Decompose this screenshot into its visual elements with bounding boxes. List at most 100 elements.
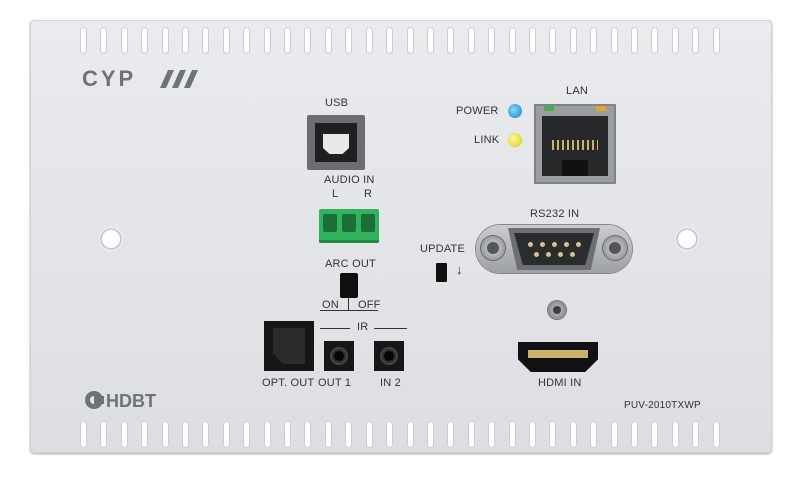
vent-slot <box>426 27 434 54</box>
update-switch[interactable] <box>436 263 447 282</box>
vent-slot <box>406 421 414 448</box>
vent-slot <box>345 421 353 448</box>
opt-out-label: OPT. OUT <box>262 377 315 389</box>
ir-out-1-jack[interactable] <box>324 341 354 371</box>
lan-speed-led-icon <box>596 106 606 111</box>
vent-slot <box>365 421 373 448</box>
vent-slot <box>386 421 394 448</box>
db9-pin <box>558 252 563 257</box>
vent-slot <box>141 27 149 54</box>
hdbaset-logo: HDBT <box>85 391 156 411</box>
audio-in-label: AUDIO IN <box>324 174 375 186</box>
db9-pin <box>564 242 569 247</box>
arc-on-label: ON <box>322 299 339 311</box>
db9-pin <box>576 242 581 247</box>
db9-pin <box>534 252 539 257</box>
usb-port-opening <box>315 123 357 162</box>
vent-slot <box>630 27 638 54</box>
vent-slot <box>488 27 496 54</box>
vent-slot <box>569 27 577 54</box>
link-led-icon <box>508 133 522 147</box>
vent-slot <box>161 421 169 448</box>
bottom-vent-row <box>80 421 720 448</box>
ir-out1-label: OUT 1 <box>318 377 352 389</box>
vent-slot <box>304 421 312 448</box>
vent-slot <box>488 421 496 448</box>
vent-slot <box>712 421 720 448</box>
vent-slot <box>549 27 557 54</box>
vent-slot <box>263 421 271 448</box>
lan-activity-led-icon <box>544 106 554 111</box>
arc-out-switch[interactable] <box>340 273 358 298</box>
link-led-label: LINK <box>474 134 500 146</box>
vent-slot <box>610 27 618 54</box>
vent-slot <box>284 421 292 448</box>
vent-slot <box>426 421 434 448</box>
vent-slot <box>80 421 87 448</box>
db9-screw-right-icon <box>603 236 627 260</box>
vent-slot <box>80 27 87 54</box>
vent-slot <box>508 421 516 448</box>
vent-slot <box>222 27 230 54</box>
top-vent-row <box>80 27 720 54</box>
vent-slot <box>202 421 210 448</box>
vent-slot <box>324 421 332 448</box>
vent-slot <box>528 421 536 448</box>
rs232-in-label: RS232 IN <box>530 208 580 220</box>
vent-slot <box>590 421 598 448</box>
vent-slot <box>508 27 516 54</box>
svg-text:HDBT: HDBT <box>106 391 156 411</box>
vent-slot <box>671 421 679 448</box>
ir-label: IR <box>357 321 369 333</box>
vent-slot <box>141 421 149 448</box>
arc-off-label: OFF <box>358 299 381 311</box>
db9-pin <box>528 242 533 247</box>
hdmi-in-port[interactable] <box>518 342 598 372</box>
audio-in-terminal-block[interactable] <box>319 209 379 243</box>
vent-slot <box>651 27 659 54</box>
vent-slot <box>651 421 659 448</box>
switch-divider <box>348 298 349 310</box>
db9-pin <box>540 242 545 247</box>
vent-slot <box>569 421 577 448</box>
lan-rj45-port[interactable] <box>534 104 616 184</box>
vent-slot <box>243 27 251 54</box>
vent-slot <box>447 27 455 54</box>
vent-slot <box>284 27 292 54</box>
vent-slot <box>365 27 373 54</box>
svg-text:CYP: CYP <box>82 66 136 91</box>
update-label: UPDATE <box>420 243 466 255</box>
vent-slot <box>590 27 598 54</box>
power-led-icon <box>508 104 522 118</box>
mounting-hole-right <box>676 228 698 250</box>
vent-slot <box>120 27 128 54</box>
ir-in-2-jack[interactable] <box>374 341 404 371</box>
hdmi-in-label: HDMI IN <box>538 377 582 389</box>
ir-line-left <box>320 328 350 329</box>
usb-b-port[interactable] <box>307 115 365 170</box>
usb-label: USB <box>325 97 349 109</box>
vent-slot <box>304 27 312 54</box>
vent-slot <box>263 27 271 54</box>
vent-slot <box>671 27 679 54</box>
vent-slot <box>692 27 700 54</box>
vent-slot <box>630 421 638 448</box>
vent-slot <box>386 27 394 54</box>
vent-slot <box>610 421 618 448</box>
ir-line-right <box>374 328 407 329</box>
vent-slot <box>100 27 108 54</box>
rs232-db9-port[interactable] <box>476 225 632 273</box>
ir-in2-label: IN 2 <box>380 377 401 389</box>
vent-slot <box>100 421 108 448</box>
wall-plate-panel <box>30 20 772 453</box>
vent-slot <box>182 421 190 448</box>
optical-out-port[interactable] <box>264 321 314 371</box>
vent-slot <box>182 27 190 54</box>
db9-pin <box>546 252 551 257</box>
vent-slot <box>345 27 353 54</box>
vent-slot <box>549 421 557 448</box>
vent-slot <box>202 27 210 54</box>
cyp-logo: CYP <box>82 66 198 91</box>
update-arrow-icon: ↓ <box>456 262 463 277</box>
vent-slot <box>467 27 475 54</box>
